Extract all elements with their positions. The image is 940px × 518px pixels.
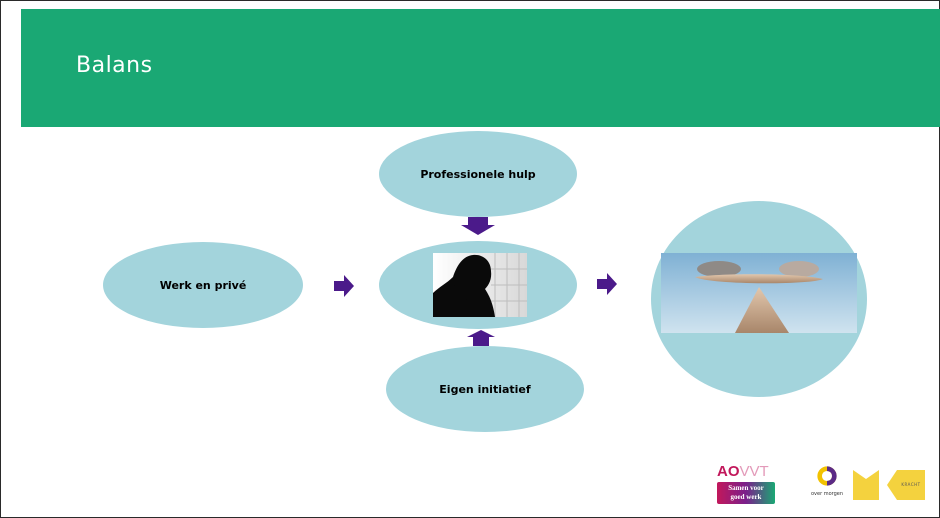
kracht-label: KRACHT — [901, 482, 921, 487]
arrow-right-icon — [597, 273, 617, 295]
aovvt-tagline-2: goed werk — [730, 493, 762, 501]
chevron-left-icon — [887, 470, 925, 500]
over-morgen-label: over morgen — [810, 491, 844, 497]
node-work-private-label: Werk en privé — [159, 278, 247, 292]
node-professional-help-label: Professionele hulp — [420, 167, 536, 181]
node-own-initiative-label: Eigen initiatief — [439, 382, 531, 396]
header-band — [21, 9, 940, 127]
distressed-woman-photo — [433, 253, 527, 317]
slide-title: Balans — [76, 53, 153, 78]
m-block-logo — [853, 470, 879, 500]
node-professional-help: Professionele hulp — [379, 131, 577, 217]
kracht-logo: KRACHT — [887, 470, 925, 500]
aovvt-logo-ao: AO — [717, 463, 740, 480]
arrow-right-icon — [334, 275, 354, 297]
node-own-initiative: Eigen initiatief — [386, 346, 584, 432]
over-morgen-logo: over morgen — [807, 465, 847, 505]
aovvt-logo-vvt: VVT — [739, 463, 769, 480]
ring-icon — [817, 466, 837, 486]
arrow-up-icon — [467, 330, 495, 346]
aovvt-tagline-1: Samen voor — [728, 484, 764, 492]
node-work-private: Werk en privé — [103, 242, 303, 328]
aovvt-logo: AOVVT Samen voor goed werk — [717, 464, 777, 506]
arrow-down-icon — [461, 217, 495, 235]
balancing-stones-photo — [661, 253, 857, 333]
